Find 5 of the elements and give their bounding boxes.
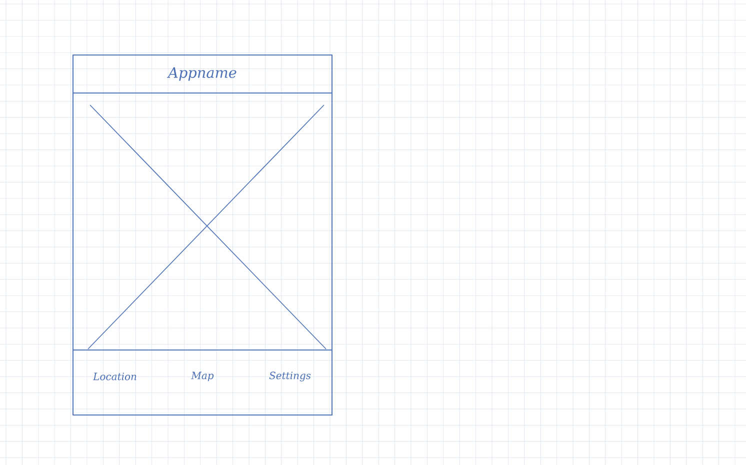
tab-label: Location xyxy=(92,372,136,380)
image-placeholder xyxy=(72,92,332,350)
header-bar: Appname xyxy=(72,54,332,94)
tab-label: Map xyxy=(191,372,214,382)
tab-label: Settings xyxy=(269,372,311,382)
